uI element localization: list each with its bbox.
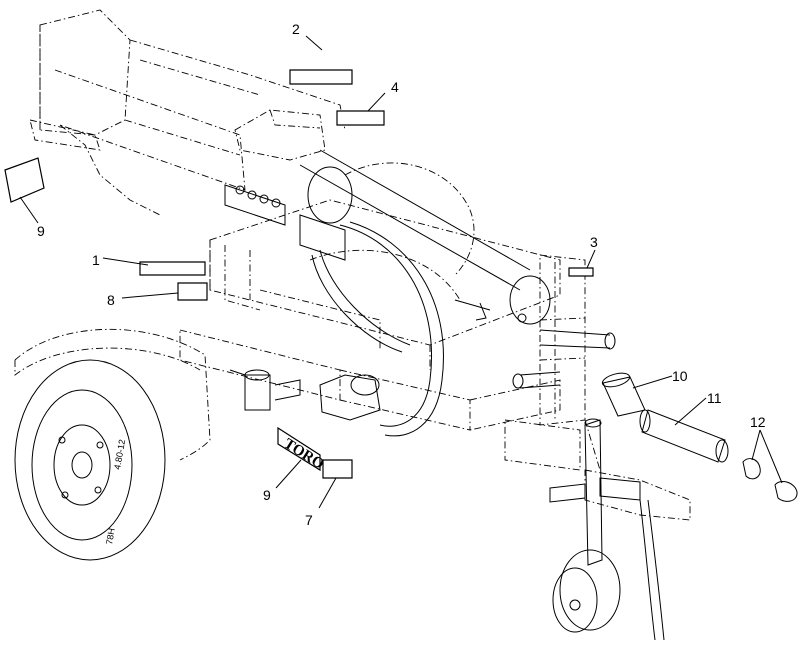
decal-7 bbox=[322, 459, 353, 479]
callout-11: 11 bbox=[707, 390, 722, 406]
callout-9-toro: 9 bbox=[263, 487, 271, 503]
callout-4: 4 bbox=[391, 79, 399, 95]
callout-1: 1 bbox=[92, 252, 100, 268]
decal-1 bbox=[139, 261, 206, 276]
callout-12: 12 bbox=[750, 414, 766, 430]
callout-8: 8 bbox=[107, 292, 115, 308]
decal-4 bbox=[336, 110, 385, 126]
tire-size-marking: 4.80-12 bbox=[112, 439, 127, 471]
hydraulic-components bbox=[224, 149, 616, 437]
decal-3 bbox=[568, 267, 594, 277]
callout-10: 10 bbox=[672, 368, 688, 384]
decal-9-toro bbox=[277, 426, 321, 472]
callout-9-side: 9 bbox=[37, 223, 45, 239]
callout-3: 3 bbox=[590, 234, 598, 250]
toro-logo: TORO bbox=[281, 436, 327, 473]
decal-2 bbox=[289, 69, 353, 85]
decal-9-side bbox=[4, 157, 45, 203]
callout-2: 2 bbox=[292, 21, 300, 37]
leader-lines bbox=[19, 35, 783, 509]
tongue-jack bbox=[549, 418, 665, 641]
machine-outline bbox=[14, 9, 691, 521]
decal-8 bbox=[177, 282, 208, 301]
hitch-parts bbox=[601, 372, 798, 502]
left-wheel: 4.80-12 78H bbox=[14, 359, 166, 561]
tire-code-marking: 78H bbox=[104, 527, 117, 545]
decals: TORO bbox=[4, 69, 594, 479]
callouts: 2 4 9 1 8 3 10 11 12 9 7 bbox=[37, 21, 766, 528]
callout-7: 7 bbox=[305, 512, 313, 528]
